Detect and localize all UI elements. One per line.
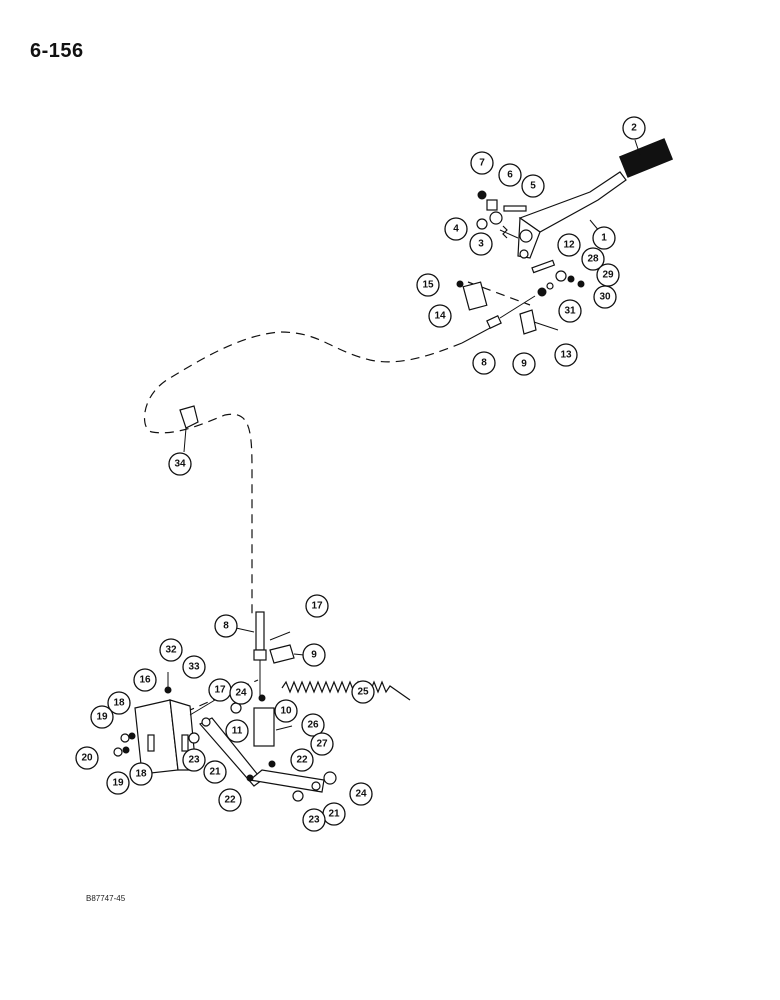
callout-27: 27 [310,732,334,756]
callout-30: 30 [593,285,617,309]
svg-text:18: 18 [135,769,147,780]
callout-19-bottom: 19 [106,771,130,795]
callout-29: 29 [596,263,620,287]
svg-text:8: 8 [481,358,487,369]
svg-text:23: 23 [308,815,320,826]
callout-12: 12 [557,233,581,257]
svg-text:2: 2 [631,123,637,134]
callout-25: 25 [351,680,375,704]
callout-15: 15 [416,273,440,297]
callout-23-right: 23 [302,808,326,832]
svg-text:26: 26 [307,720,319,731]
svg-text:25: 25 [357,687,369,698]
callout-2: 2 [622,116,646,156]
svg-text:23: 23 [188,755,200,766]
cable-dash-link [467,281,531,306]
svg-text:28: 28 [587,254,599,265]
svg-text:6: 6 [507,170,513,181]
svg-text:22: 22 [296,755,308,766]
pedal-assembly [476,138,674,290]
callout-18-top: 18 [107,691,131,715]
svg-text:5: 5 [530,181,536,192]
callout-17-top: 17 [305,594,329,618]
callout-17-mid: 17 [208,678,232,702]
callout-4: 4 [444,217,468,241]
callout-19-top: 19 [90,705,114,729]
svg-text:33: 33 [188,662,200,673]
figure-reference: B87747-45 [86,894,126,903]
callout-6: 6 [498,163,522,187]
svg-text:8: 8 [223,621,229,632]
callout-23-left: 23 [182,748,206,772]
page-number: 6-156 [30,40,84,62]
svg-text:20: 20 [81,753,93,764]
svg-text:12: 12 [563,240,575,251]
svg-text:19: 19 [112,778,124,789]
svg-text:21: 21 [209,767,221,778]
callout-21-left: 21 [203,760,227,784]
callout-10: 10 [274,699,298,723]
svg-text:11: 11 [232,726,243,737]
svg-text:24: 24 [235,688,247,699]
svg-text:21: 21 [328,809,340,820]
callout-32: 32 [159,638,183,662]
callout-9-upper: 9 [512,352,536,376]
svg-text:18: 18 [113,698,125,709]
svg-text:13: 13 [560,350,572,361]
svg-text:4: 4 [453,224,459,235]
callout-11: 11 [225,719,249,743]
callout-20: 20 [75,746,99,770]
svg-text:9: 9 [521,359,527,370]
svg-text:15: 15 [422,280,434,291]
callout-24-right: 24 [349,782,373,806]
callout-22-right: 22 [290,748,314,772]
svg-text:31: 31 [564,306,576,317]
callout-28: 28 [581,247,605,271]
callout-18-bottom: 18 [129,762,153,786]
svg-text:30: 30 [599,292,611,303]
callout-22-left: 22 [218,788,242,812]
svg-text:7: 7 [479,158,485,169]
callout-9-lower: 9 [293,643,326,667]
svg-text:27: 27 [316,739,328,750]
callout-8-upper: 8 [472,351,496,375]
svg-text:10: 10 [280,706,292,717]
svg-text:17: 17 [311,601,323,612]
callout-21-right: 21 [322,802,346,826]
callout-5: 5 [521,174,545,198]
callout-34: 34 [168,427,192,476]
svg-text:19: 19 [96,712,108,723]
callout-3: 3 [469,232,493,256]
callout-33: 33 [182,655,206,679]
callout-13: 13 [554,343,578,367]
callout-8-lower: 8 [214,614,255,638]
svg-text:24: 24 [355,789,367,800]
callout-16: 16 [133,668,157,692]
callout-26: 26 [301,713,325,737]
svg-text:1: 1 [601,233,607,244]
callout-1: 1 [589,219,616,250]
svg-text:3: 3 [478,239,484,250]
callout-31: 31 [558,299,582,323]
lower-linkage-assembly [113,611,411,802]
return-spring [281,680,411,701]
svg-text:17: 17 [214,685,226,696]
cable-clip [179,405,199,429]
svg-text:32: 32 [165,645,177,656]
cable-end-upper [456,280,559,344]
svg-text:9: 9 [311,650,317,661]
cable-route [143,331,463,615]
svg-text:22: 22 [224,795,236,806]
svg-text:34: 34 [174,459,186,470]
callout-7: 7 [470,151,494,175]
svg-text:16: 16 [139,675,151,686]
svg-text:14: 14 [434,311,446,322]
callout-24-top: 24 [229,681,253,705]
callout-14: 14 [428,304,452,328]
svg-text:29: 29 [602,270,614,281]
